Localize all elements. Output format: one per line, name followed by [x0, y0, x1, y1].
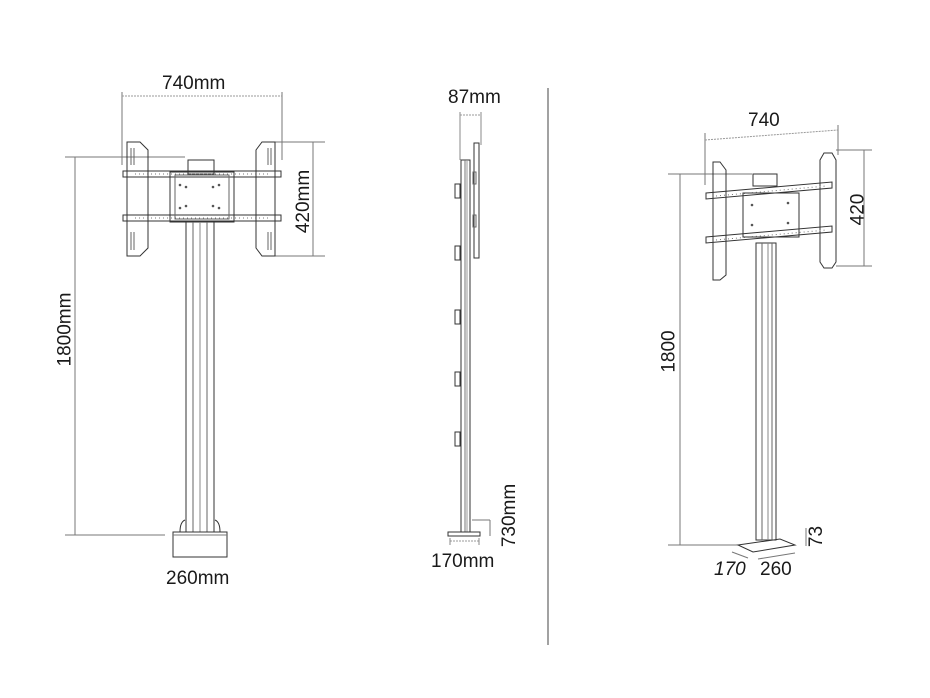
iso-base-height-label: 73: [806, 525, 828, 548]
iso-width-label: 740: [748, 110, 780, 131]
side-depth-label: 87mm: [448, 87, 501, 108]
side-base-height-label: 730mm: [499, 483, 521, 548]
iso-view-drawing: [668, 125, 872, 560]
front-height-label: 1800mm: [54, 292, 76, 367]
front-width-label: 740mm: [162, 73, 226, 94]
iso-bracket-height-label: 420: [847, 193, 869, 226]
iso-height-label: 1800: [658, 330, 680, 373]
front-bracket-height-label: 420mm: [293, 169, 315, 234]
front-base-width-label: 260mm: [166, 568, 230, 589]
side-base-depth-label: 170mm: [431, 551, 495, 572]
iso-base-depth-label: 170: [714, 559, 746, 580]
front-view-drawing: [65, 92, 325, 558]
side-view-drawing: [447, 112, 491, 545]
iso-base-width-label: 260: [760, 559, 792, 580]
